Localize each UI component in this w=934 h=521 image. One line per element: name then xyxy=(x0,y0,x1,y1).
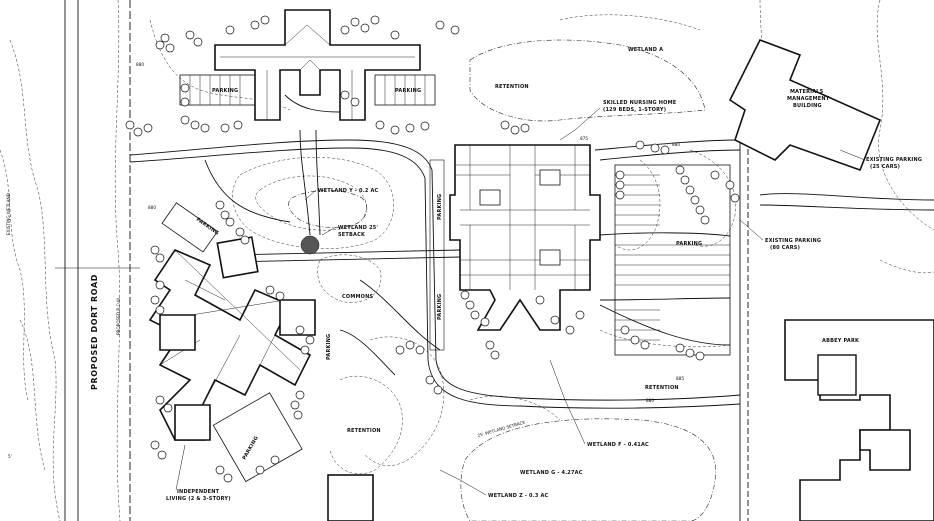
label-existing-parking-25-count: (25 CARS) xyxy=(870,164,900,170)
label-retention-south: RETENTION xyxy=(347,428,381,434)
label-parking-south-west: PARKING xyxy=(326,334,332,360)
label-skilled-nursing-beds: (129 BEDS, 1-STORY) xyxy=(603,107,666,113)
label-skilled-nursing: SKILLED NURSING HOME xyxy=(603,100,677,106)
label-contour-875: 875 xyxy=(580,136,588,141)
parking-lot-west xyxy=(161,202,218,253)
label-parking-top-right: PARKING xyxy=(395,88,421,94)
label-commons: COMMONS xyxy=(342,294,374,300)
wetland-y-boundary xyxy=(288,190,368,228)
proposed-dort-road xyxy=(55,0,140,521)
tree-cluster-parking-east xyxy=(615,140,740,361)
wetland-boundaries xyxy=(288,39,717,521)
label-parking-center-2: PARKING xyxy=(437,294,443,320)
site-labels: PROPOSED DORT ROAD PROPOSED R.O.W. EXIST… xyxy=(6,47,922,502)
parking-strip-center xyxy=(429,159,445,351)
wetland-a-boundary xyxy=(469,39,706,122)
parking-stalls xyxy=(161,74,731,483)
trees xyxy=(125,15,740,483)
label-independent-living-1: INDEPENDENT xyxy=(177,489,220,495)
label-materials-3: BUILDING xyxy=(793,103,822,109)
label-wetland-a: WETLAND A xyxy=(628,47,663,53)
parking-lot-top-left xyxy=(179,74,256,106)
label-materials-2: MANAGEMENT xyxy=(787,96,830,102)
label-independent-living-2: LIVING (2 & 3-STORY) xyxy=(166,496,231,502)
label-contour-880-d: 880 xyxy=(646,398,654,403)
label-contour-880-a: 880 xyxy=(136,62,144,67)
label-existing-parking-25: EXISTING PARKING xyxy=(866,157,922,163)
tree-cluster-central xyxy=(150,200,320,420)
label-contour-885: 885 xyxy=(676,376,684,381)
label-parking-east: PARKING xyxy=(676,241,702,247)
label-wetland-setback: WETLAND 25' xyxy=(338,225,378,231)
label-parking-south: PARKING xyxy=(242,435,260,461)
building-north-cross xyxy=(214,9,421,121)
label-proposed-row: PROPOSED R.O.W. xyxy=(116,297,121,335)
label-existing-parking-80-count: (80 CARS) xyxy=(770,245,800,251)
label-retention-top: RETENTION xyxy=(495,84,529,90)
label-parking-center-1: PARKING xyxy=(437,194,443,220)
internal-drives xyxy=(129,94,934,521)
label-wetland-setback-sub: SETBACK xyxy=(338,232,366,238)
label-wetland-y: WETLAND Y - 0.2 AC xyxy=(318,188,379,194)
parking-lot-top-right xyxy=(374,74,436,106)
leader-lines xyxy=(175,107,866,496)
building-independent-living xyxy=(148,236,316,441)
label-row-dimension: 5' xyxy=(8,454,12,459)
label-existing-wetland: EXISTING WETLAND xyxy=(6,193,11,235)
tree-cluster-nursing xyxy=(460,120,585,360)
label-contour-880-b: 880 xyxy=(148,205,156,210)
label-materials-1: MATERIALS xyxy=(790,89,824,95)
label-proposed-dort-road: PROPOSED DORT ROAD xyxy=(90,274,99,390)
label-retention-east: RETENTION xyxy=(645,385,679,391)
building-materials-management xyxy=(728,38,882,172)
label-parking-west: PARKING xyxy=(195,217,220,237)
parking-lot-east xyxy=(614,164,731,356)
wetland-g-boundary xyxy=(460,418,717,521)
label-wetland-setback-south: 25' WETLAND SETBACK xyxy=(477,419,526,437)
building-abbey-park xyxy=(784,319,934,521)
tree-cluster-north-east xyxy=(340,15,460,135)
label-abbey-park: ABBEY PARK xyxy=(822,338,860,344)
label-wetland-f: WETLAND F - 0.41AC xyxy=(587,442,649,448)
parking-lot-south xyxy=(212,392,303,483)
label-parking-top-left: PARKING xyxy=(212,88,238,94)
label-existing-parking-80: EXISTING PARKING xyxy=(765,238,821,244)
tree-cluster-north-west xyxy=(125,15,270,137)
building-small-south xyxy=(327,474,374,521)
label-wetland-z: WETLAND Z - 0.3 AC xyxy=(488,493,549,499)
building-skilled-nursing xyxy=(449,144,601,331)
label-wetland-g: WETLAND G - 4.27AC xyxy=(520,470,583,476)
label-contour-880-c: 880 xyxy=(672,142,680,147)
tree-cluster-south xyxy=(150,340,443,483)
